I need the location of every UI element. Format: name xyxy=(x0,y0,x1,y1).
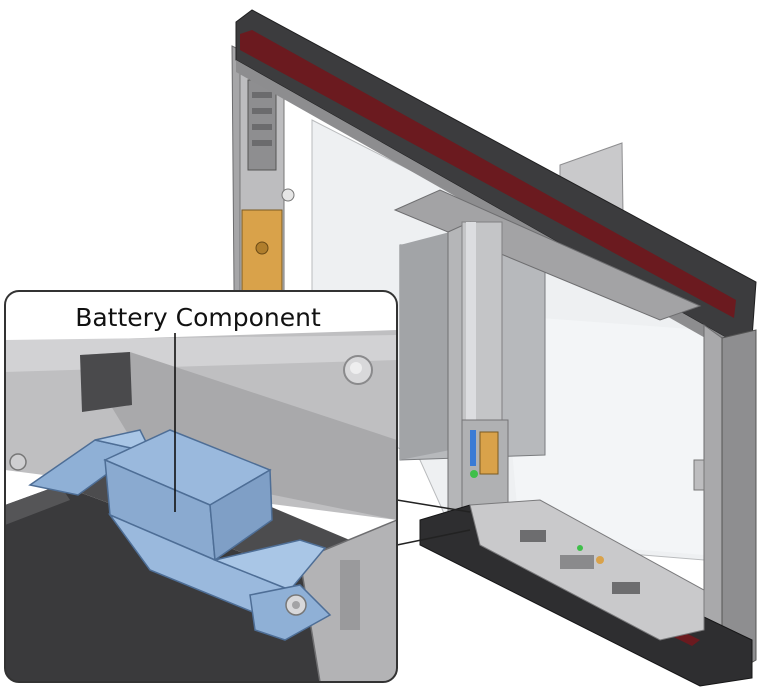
callout-label: Battery Component xyxy=(75,303,321,332)
glass-highlight xyxy=(500,315,704,555)
green-led-icon xyxy=(470,470,478,478)
blue-cable xyxy=(470,430,476,466)
right-frame-side xyxy=(721,329,757,681)
swing-panel-edge xyxy=(400,232,450,460)
inset-screw-left-icon xyxy=(9,453,27,471)
base-component xyxy=(612,582,640,594)
base-led-icon xyxy=(577,545,583,551)
battery-edge xyxy=(5,485,70,525)
side-latch xyxy=(693,459,705,491)
gate-unit xyxy=(231,9,757,687)
center-orange-part xyxy=(479,431,499,475)
board-chip xyxy=(252,92,272,98)
module-hole-icon xyxy=(255,241,269,255)
callout-connector-top xyxy=(396,499,471,513)
bracket-slot xyxy=(340,560,360,630)
battery-bracket xyxy=(28,429,332,641)
mount-bolt-icon xyxy=(281,188,295,202)
top-beam-red-strip xyxy=(240,30,736,318)
board-chip xyxy=(252,124,272,130)
base-terminal-icon xyxy=(596,556,604,564)
board-chip xyxy=(252,140,272,146)
zoom-inset: Battery Component xyxy=(4,290,471,683)
board-chip xyxy=(252,108,272,114)
callout-connector-bottom xyxy=(396,529,471,546)
inset-dark-block xyxy=(80,352,132,412)
inset-plate-slope xyxy=(80,352,397,520)
base-component xyxy=(520,530,546,542)
cylinder-highlight xyxy=(466,222,476,422)
base-component xyxy=(560,555,594,569)
inset-frame xyxy=(4,290,398,683)
